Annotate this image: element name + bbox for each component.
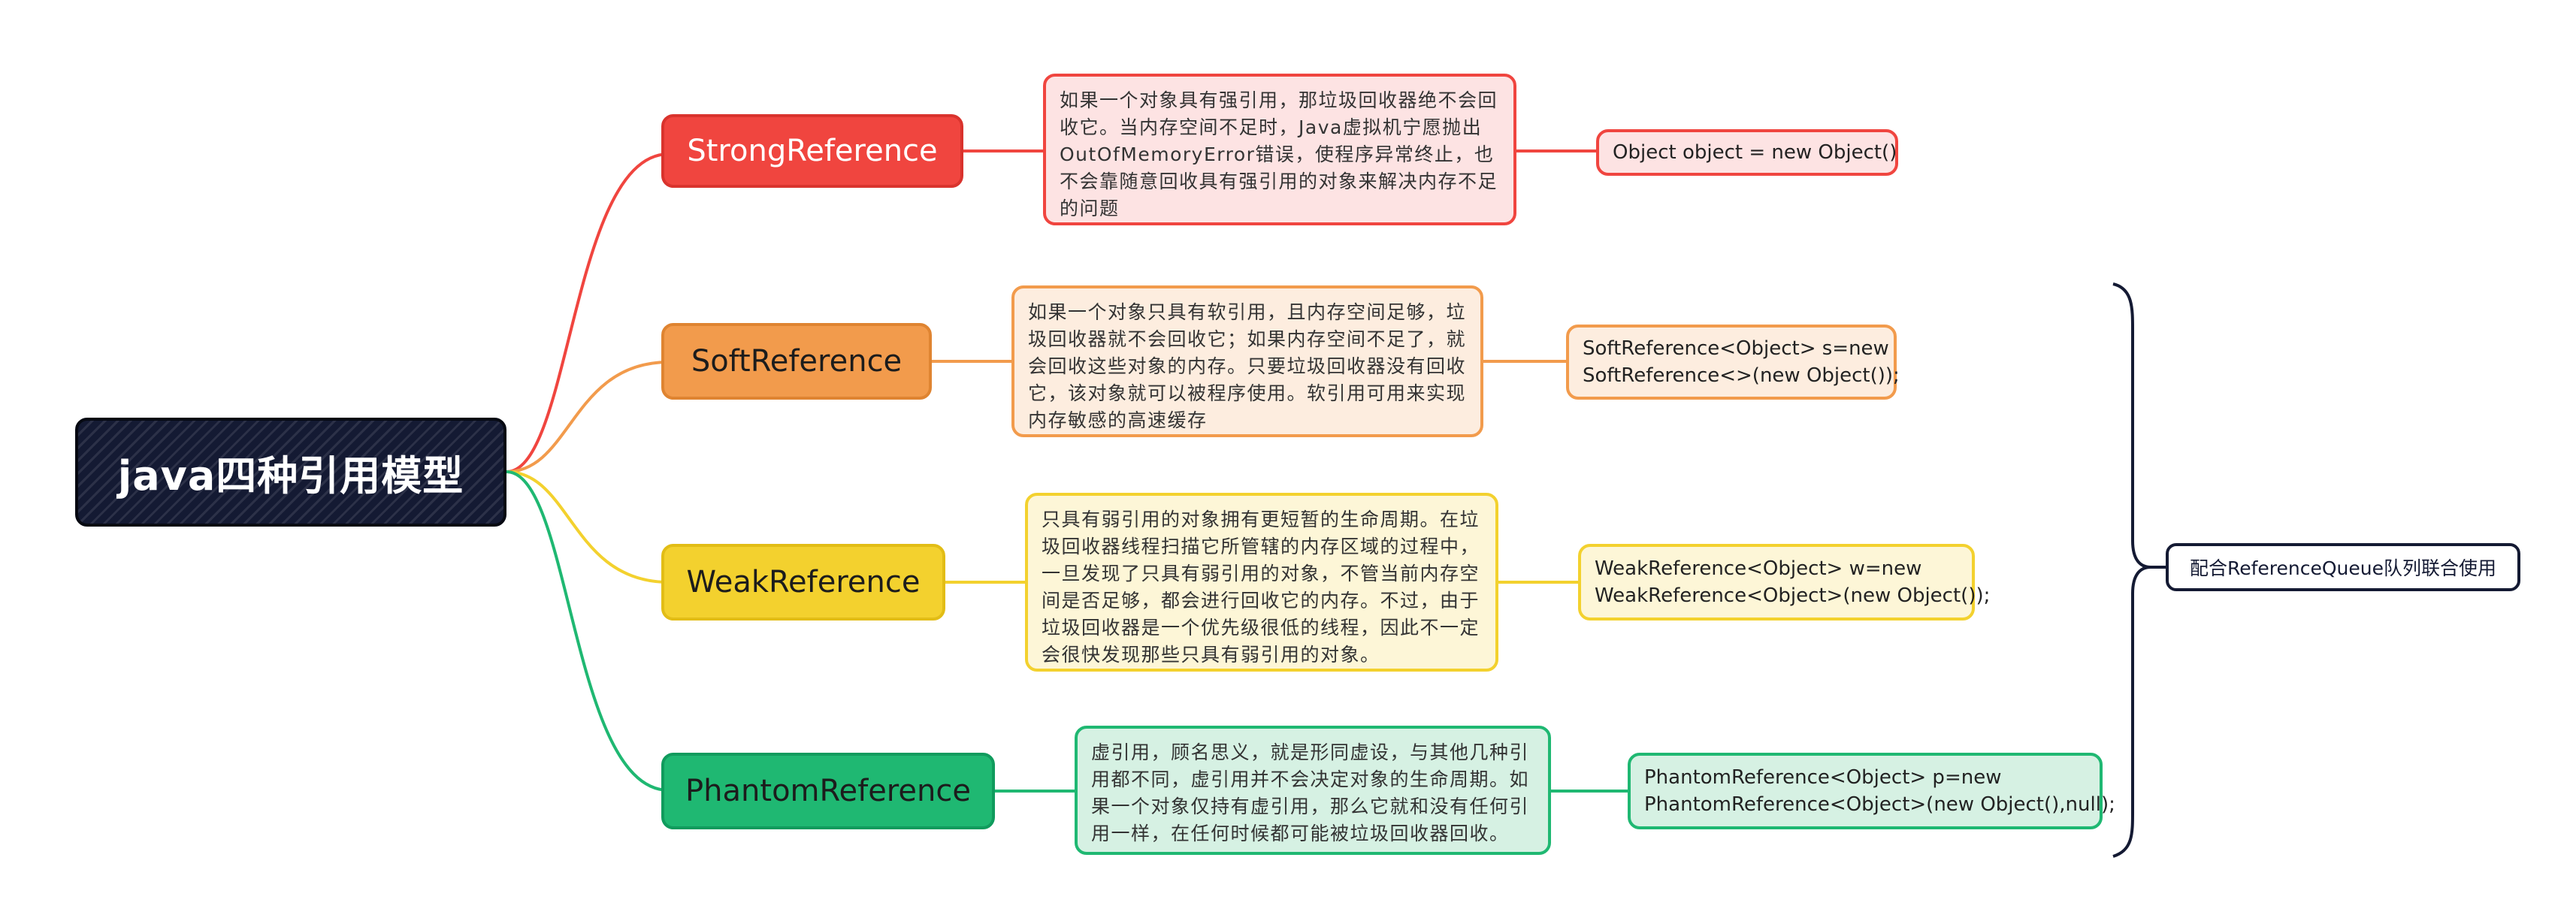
code-phantom-line-1: PhantomReference<Object> p=new [1644, 766, 2002, 789]
link-root-weak [506, 470, 670, 584]
code-soft-line-2: SoftReference<>(new Object()); [1583, 364, 1900, 387]
branch-strong-label: StrongReference [687, 134, 938, 168]
root-label: java四种引用模型 [117, 452, 464, 500]
branch-phantom-reference: PhantomReference [661, 753, 995, 829]
desc-soft-text: 如果一个对象只具有软引用，且内存空间足够，垃圾回收器就不会回收它；如果内存空间不… [1028, 301, 1467, 431]
branch-phantom-label: PhantomReference [685, 774, 971, 808]
code-weak-line-2: WeakReference<Object>(new Object()); [1595, 584, 1991, 607]
code-strong-line-1: Object object = new Object() [1613, 141, 1897, 164]
code-phantom-reference: PhantomReference<Object> p=new PhantomRe… [1628, 753, 2115, 829]
desc-phantom-reference: 虚引用，顾名思义，就是形同虚设，与其他几种引用都不同，虚引用并不会决定对象的生命… [1075, 726, 1551, 855]
desc-phantom-text: 虚引用，顾名思义，就是形同虚设，与其他几种引用都不同，虚引用并不会决定对象的生命… [1091, 741, 1530, 844]
summary-node: 配合ReferenceQueue队列联合使用 [2166, 543, 2520, 591]
link-root-strong [506, 152, 670, 473]
link-root-soft [506, 361, 670, 473]
desc-strong-reference: 如果一个对象具有强引用，那垃圾回收器绝不会回收它。当内存空间不足时，Java虚拟… [1043, 74, 1516, 225]
code-soft-reference: SoftReference<Object> s=new SoftReferenc… [1566, 325, 1900, 400]
branch-soft-reference: SoftReference [661, 323, 932, 400]
code-phantom-line-2: PhantomReference<Object>(new Object(),nu… [1644, 793, 2115, 816]
summary-label: 配合ReferenceQueue队列联合使用 [2189, 557, 2497, 579]
desc-strong-text: 如果一个对象具有强引用，那垃圾回收器绝不会回收它。当内存空间不足时，Java虚拟… [1060, 89, 1498, 219]
desc-weak-reference: 只具有弱引用的对象拥有更短暂的生命周期。在垃圾回收器线程扫描它所管辖的内存区域的… [1025, 493, 1498, 672]
branch-strong-reference: StrongReference [661, 114, 963, 188]
branch-soft-label: SoftReference [691, 344, 903, 379]
desc-soft-reference: 如果一个对象只具有软引用，且内存空间足够，垃圾回收器就不会回收它；如果内存空间不… [1011, 285, 1483, 437]
link-root-phantom [506, 470, 670, 792]
desc-weak-text: 只具有弱引用的对象拥有更短暂的生命周期。在垃圾回收器线程扫描它所管辖的内存区域的… [1042, 509, 1480, 666]
code-weak-reference: WeakReference<Object> w=new WeakReferenc… [1578, 544, 1991, 621]
code-weak-line-1: WeakReference<Object> w=new [1595, 557, 1922, 580]
summary-brace [2112, 282, 2151, 858]
branch-weak-reference: WeakReference [661, 544, 945, 621]
code-soft-line-1: SoftReference<Object> s=new [1583, 337, 1889, 360]
root-node: java四种引用模型 [75, 418, 506, 527]
code-strong-reference: Object object = new Object() [1596, 129, 1898, 176]
branch-weak-label: WeakReference [686, 565, 921, 599]
